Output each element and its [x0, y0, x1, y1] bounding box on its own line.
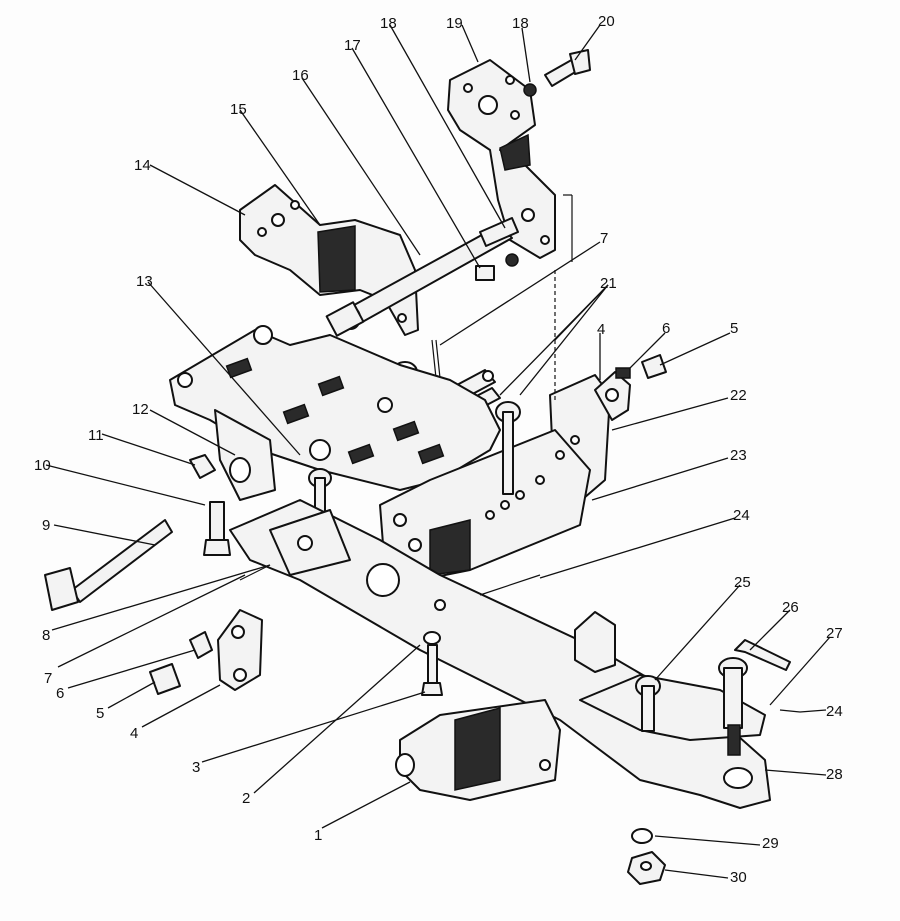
callout-9: 9	[42, 517, 50, 534]
rear-bracket	[574, 611, 791, 756]
callout-3: 3	[192, 759, 200, 776]
bolt-17	[475, 83, 537, 281]
callout-18: 18	[380, 15, 397, 32]
callout-6-top: 6	[662, 320, 670, 337]
nut-30	[627, 851, 666, 885]
callout-16: 16	[292, 67, 309, 84]
callout-17: 17	[344, 37, 361, 54]
callout-10: 10	[34, 457, 51, 474]
callout-22: 22	[730, 387, 747, 404]
bolt-20	[544, 49, 591, 87]
callout-11: 11	[88, 427, 104, 444]
callout-21: 21	[600, 275, 617, 292]
callout-labels: 1 2 3 4 4 5 5 6 6 7 7 8 9 10 11 12 13 14…	[34, 13, 843, 886]
callout-25: 25	[734, 574, 751, 591]
bottom-bracket	[395, 699, 561, 801]
callout-20: 20	[598, 13, 615, 30]
callout-30: 30	[730, 869, 747, 886]
callout-24-right: 24	[826, 703, 843, 720]
callout-5: 5	[96, 705, 104, 722]
callout-27: 27	[826, 625, 843, 642]
pin-22	[495, 401, 521, 495]
callout-4: 4	[130, 725, 138, 742]
cotter-pin	[479, 574, 801, 713]
callout-29: 29	[762, 835, 779, 852]
side-bracket	[379, 374, 611, 581]
callout-24: 24	[733, 507, 750, 524]
callout-7: 7	[44, 670, 52, 687]
callout-13: 13	[136, 273, 153, 290]
callout-2: 2	[242, 790, 250, 807]
drawbar	[229, 499, 771, 809]
callout-19: 19	[446, 15, 463, 32]
callout-5-top: 5	[730, 320, 738, 337]
leader-lines	[45, 24, 831, 879]
callout-8: 8	[42, 627, 50, 644]
callout-12: 12	[132, 401, 149, 418]
callout-4-top: 4	[597, 321, 605, 338]
upper-bracket-right	[447, 59, 556, 259]
clamp-top	[594, 354, 667, 421]
callout-6: 6	[56, 685, 64, 702]
upper-bracket-left	[239, 184, 419, 336]
callout-15: 15	[230, 101, 247, 118]
bolt-3	[421, 631, 443, 696]
callout-1: 1	[314, 827, 322, 844]
stud-10	[203, 501, 231, 556]
clip-11	[189, 454, 216, 479]
callout-14: 14	[134, 157, 151, 174]
callout-28: 28	[826, 766, 843, 783]
lower-small-parts	[149, 564, 271, 695]
washer-29	[631, 828, 653, 844]
callout-26: 26	[782, 599, 799, 616]
main-frame	[169, 325, 501, 501]
callout-23: 23	[730, 447, 747, 464]
callout-18-right: 18	[512, 15, 529, 32]
callout-7-top: 7	[600, 230, 608, 247]
bolt-9	[44, 519, 173, 611]
